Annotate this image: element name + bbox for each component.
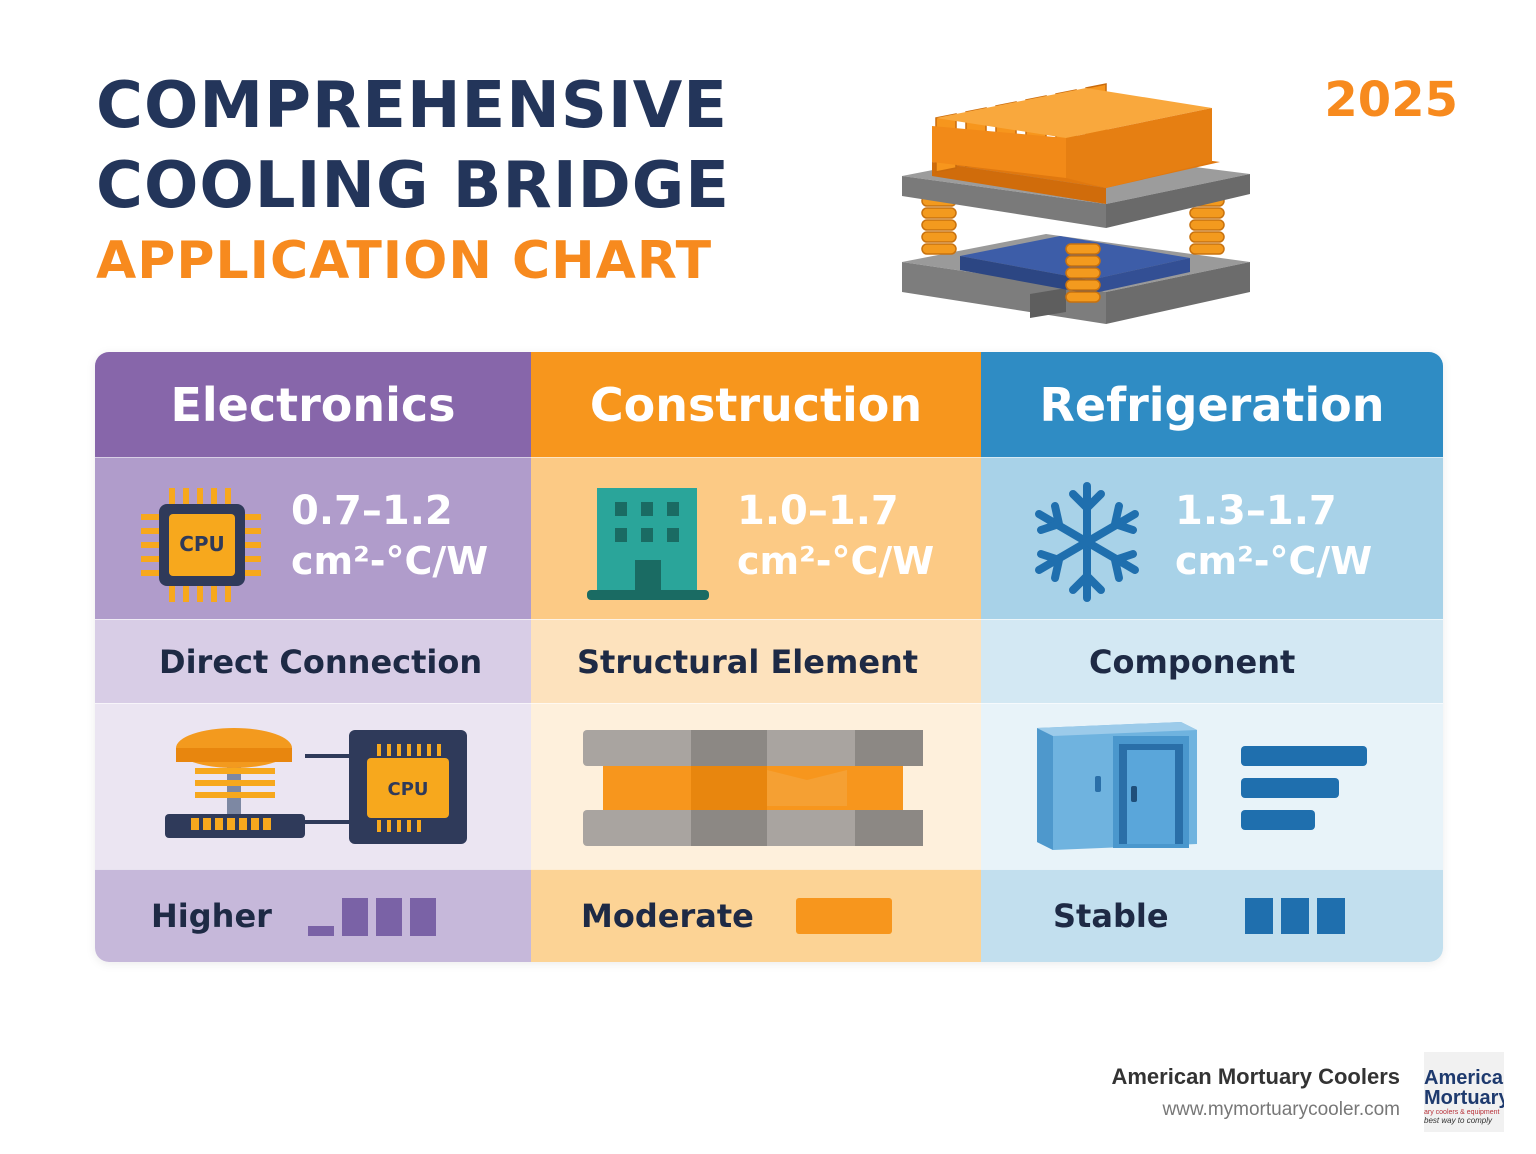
title-line-1: COMPREHENSIVE	[96, 69, 728, 143]
spec-cell: 1.3–1.7 cm²-°C/W	[981, 457, 1443, 619]
building-icon	[585, 484, 715, 608]
diagram-cell: CPU	[95, 703, 531, 869]
ascending-bars-icon	[307, 898, 436, 936]
column-title: Refrigeration	[1039, 377, 1385, 432]
title-line-2: COOLING BRIDGE	[96, 149, 730, 223]
thermal-resistance-value: 1.3–1.7 cm²-°C/W	[1175, 486, 1372, 586]
svg-text:CPU: CPU	[179, 532, 225, 556]
cooler-component-diagram	[1037, 722, 1367, 850]
thermal-resistance-value: 1.0–1.7 cm²-°C/W	[737, 486, 934, 586]
connection-type-cell: Direct Connection	[95, 619, 531, 703]
svg-text:CPU: CPU	[387, 779, 428, 800]
equal-bars-icon	[1244, 898, 1345, 934]
range-text: 1.3–1.7	[1175, 488, 1337, 534]
level-cell: Moderate	[531, 869, 981, 962]
connection-type-label: Component	[1089, 642, 1296, 681]
company-name: American Mortuary Coolers	[1111, 1064, 1400, 1089]
spec-cell: 1.0–1.7 cm²-°C/W	[531, 457, 981, 619]
range-text: 1.0–1.7	[737, 488, 899, 534]
column-header: Refrigeration	[981, 352, 1443, 457]
column-electronics: Electronics CPU 0.7–1.2 cm²-°	[95, 352, 531, 962]
company-url[interactable]: www.mymortuarycooler.com	[1162, 1099, 1400, 1120]
logo-text-4: best way to comply	[1424, 1116, 1493, 1125]
structural-element-diagram	[583, 730, 923, 846]
thermal-resistance-value: 0.7–1.2 cm²-°C/W	[291, 486, 488, 586]
column-refrigeration: Refrigeration	[981, 352, 1443, 962]
column-construction: Construction 1.0–1.7 cm²-°C/W	[531, 352, 981, 962]
column-header: Construction	[531, 352, 981, 457]
level-label: Moderate	[581, 897, 754, 935]
connection-type-cell: Structural Element	[531, 619, 981, 703]
year-label: 2025	[1324, 72, 1458, 128]
level-cell: Higher	[95, 869, 531, 962]
column-title: Construction	[589, 377, 923, 432]
connection-type-label: Direct Connection	[159, 642, 483, 681]
diagram-cell	[981, 703, 1443, 869]
level-cell: Stable	[981, 869, 1443, 962]
cpu-icon: CPU	[137, 480, 267, 614]
column-header: Electronics	[95, 352, 531, 457]
direct-connection-diagram: CPU	[165, 728, 467, 844]
level-label: Higher	[151, 897, 272, 935]
connection-type-cell: Component	[981, 619, 1443, 703]
logo-text-1: American	[1424, 1067, 1504, 1089]
title-block: COMPREHENSIVE COOLING BRIDGE APPLICATION…	[96, 66, 730, 296]
logo-text-3: ary coolers & equipment	[1424, 1109, 1500, 1116]
company-logo: American Mortuary ary coolers & equipmen…	[1424, 1052, 1504, 1132]
unit-text: cm²-°C/W	[737, 539, 935, 583]
diagram-cell	[531, 703, 981, 869]
connection-type-label: Structural Element	[577, 642, 919, 681]
unit-text: cm²-°C/W	[291, 539, 489, 583]
unit-text: cm²-°C/W	[1175, 539, 1373, 583]
column-title: Electronics	[170, 377, 456, 432]
spec-cell: CPU 0.7–1.2 cm²-°C/W	[95, 457, 531, 619]
level-label: Stable	[1053, 897, 1169, 935]
heatsink-bridge-illustration	[890, 66, 1260, 370]
logo-text-2: Mortuary	[1424, 1087, 1504, 1109]
application-table: Electronics CPU 0.7–1.2 cm²-°	[95, 352, 1443, 962]
snowflake-icon	[1027, 480, 1147, 608]
single-bar-icon	[795, 898, 892, 934]
range-text: 0.7–1.2	[291, 488, 453, 534]
subtitle: APPLICATION CHART	[96, 231, 713, 291]
